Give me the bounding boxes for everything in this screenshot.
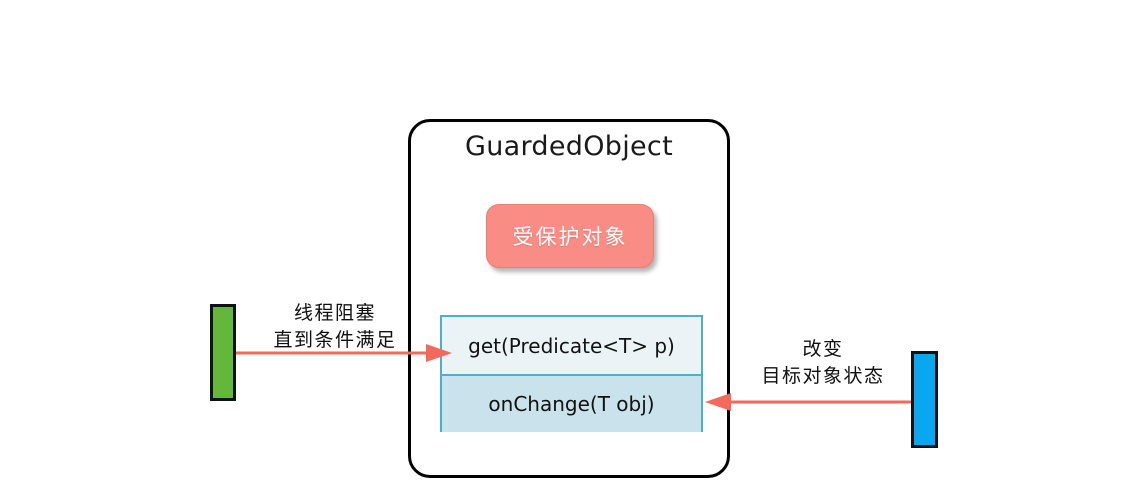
note-blocked-thread-line-2: 直到条件满足: [273, 328, 397, 351]
method-row-get: get(Predicate<T> p): [442, 317, 701, 376]
method-list: get(Predicate<T> p) onChange(T obj): [440, 315, 703, 432]
actor-bar-blocked-thread: [210, 304, 236, 401]
actor-bar-changing-thread: [911, 351, 938, 448]
note-blocked-thread-line-1: 线程阻塞: [293, 302, 376, 324]
note-changing-thread-line-2: 目标对象状态: [761, 364, 885, 387]
arrow-call-onchange: [705, 393, 911, 411]
note-changing-thread-line-1: 改变: [802, 338, 844, 360]
method-row-onchange: onChange(T obj): [442, 376, 701, 432]
note-blocked-thread: 线程阻塞 直到条件满足: [255, 300, 415, 354]
note-changing-thread: 改变 目标对象状态: [738, 336, 908, 390]
protected-object-node: 受保护对象: [486, 204, 654, 268]
page-title: GuardedObject: [465, 131, 673, 162]
